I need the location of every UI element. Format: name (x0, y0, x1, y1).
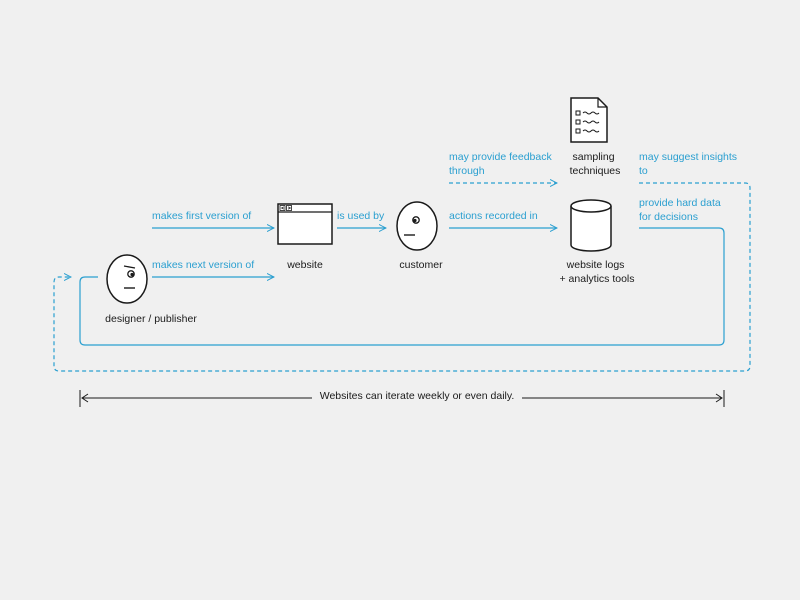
loop-suggest-insights (53, 182, 751, 372)
timeline-caption: Websites can iterate weekly or even dail… (320, 390, 515, 402)
edge-label-next-version: makes next version of (152, 259, 254, 271)
node-label-sampling: sampling techniques (570, 151, 621, 177)
edge-label-hard-data-line1: provide hard data (639, 197, 721, 209)
edge-label-hard-data: provide hard data for decisions (639, 197, 724, 223)
database-cylinder-icon (570, 199, 612, 252)
checklist-document-icon (570, 97, 608, 143)
browser-window-icon (277, 203, 333, 245)
edge-label-feedback: may provide feedback through (449, 151, 555, 177)
face-icon (106, 254, 148, 304)
edge-label-insights: may suggest insights to (639, 151, 740, 177)
loop-hard-data (79, 227, 725, 346)
node-label-logs-line1: website logs (566, 259, 625, 271)
node-label-website: website (286, 259, 323, 271)
node-label-sampling-line1: sampling (573, 151, 615, 163)
node-label-sampling-line2: techniques (570, 165, 621, 177)
edge-label-actions-recorded: actions recorded in (449, 210, 538, 222)
edge-label-insights-line1: may suggest insights (639, 151, 737, 163)
edge-label-hard-data-line2: for decisions (639, 211, 698, 223)
face-icon (396, 201, 438, 251)
edge-label-feedback-line1: may provide feedback (449, 151, 552, 163)
node-label-customer: customer (399, 259, 443, 271)
node-label-logs: website logs + analytics tools (560, 259, 635, 285)
edge-label-feedback-line2: through (449, 165, 485, 177)
edge-label-first-version: makes first version of (152, 210, 251, 222)
node-label-designer: designer / publisher (105, 313, 197, 325)
timeline-span (79, 390, 725, 407)
edge-label-used-by: is used by (337, 210, 385, 222)
edge-label-insights-line2: to (639, 165, 648, 177)
node-label-logs-line2: + analytics tools (560, 273, 635, 285)
